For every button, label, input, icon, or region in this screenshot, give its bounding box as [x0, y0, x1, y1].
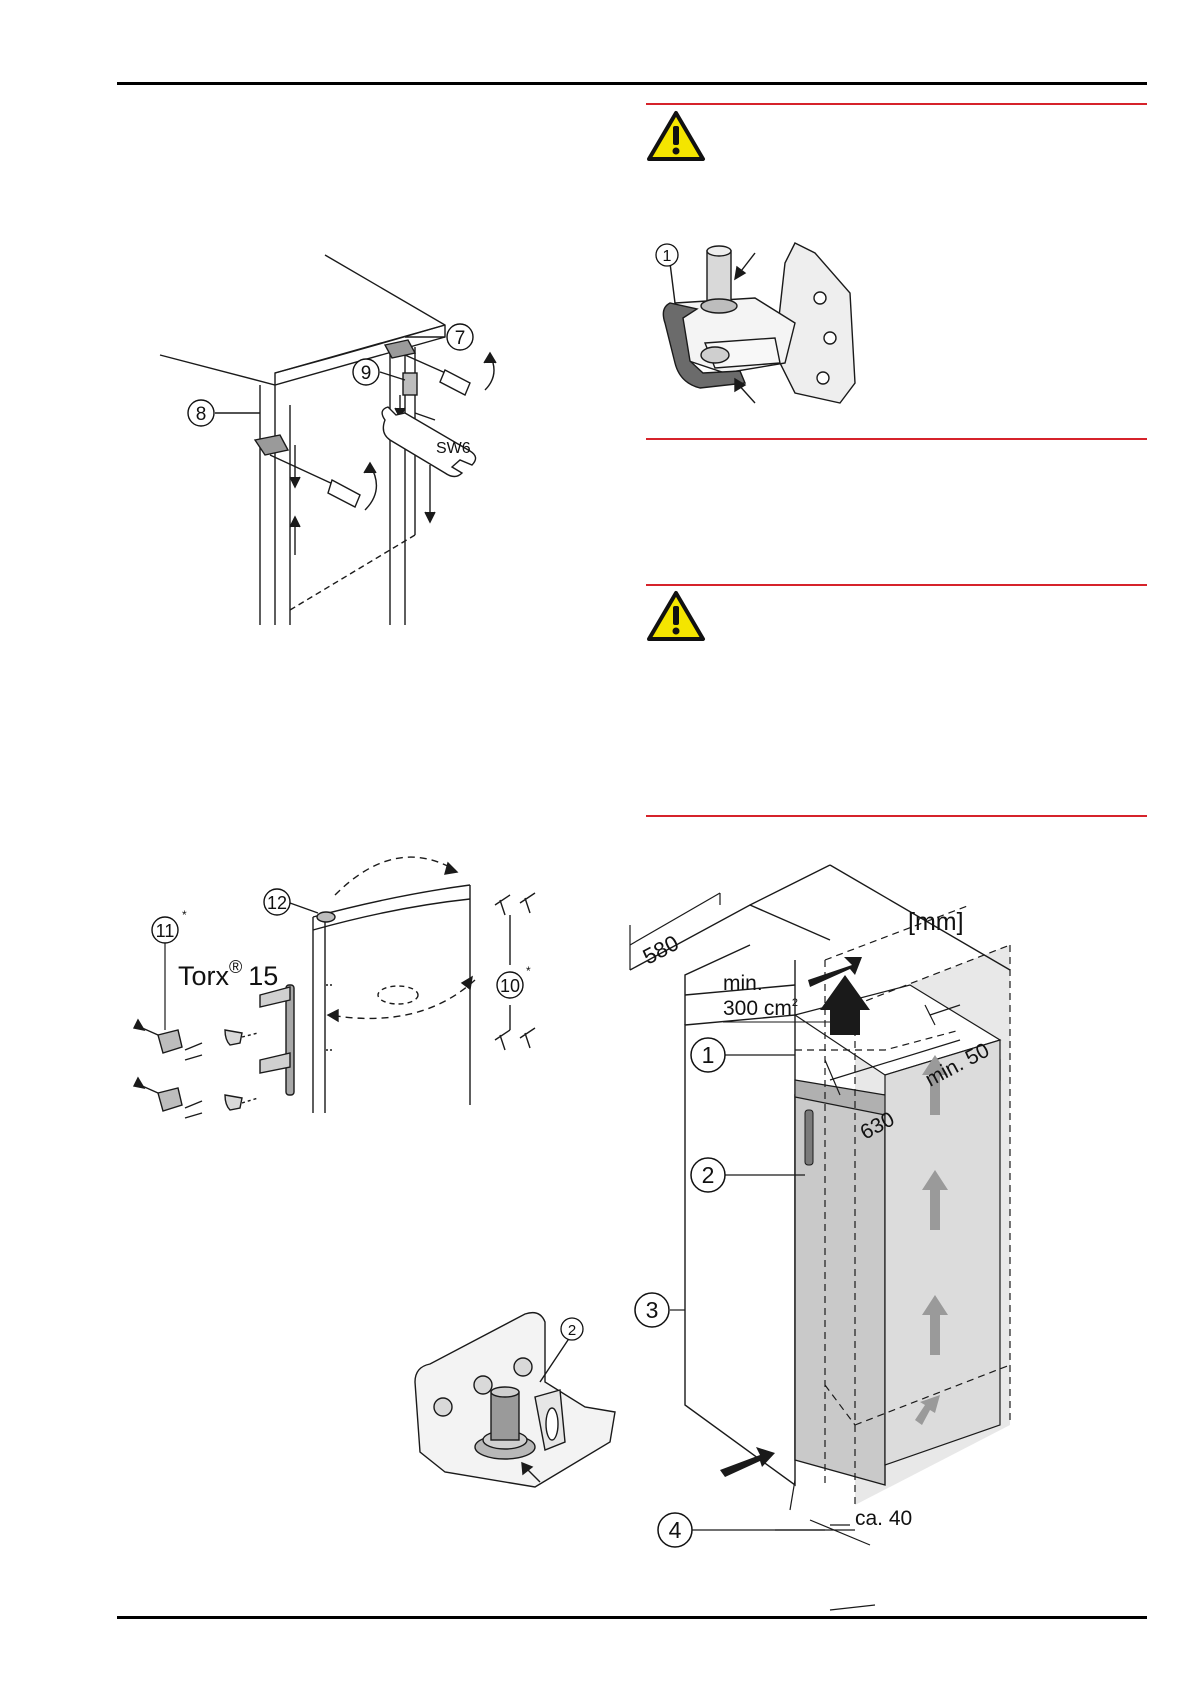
- callout-1: 1: [655, 243, 679, 267]
- callout-label: 4: [669, 1517, 682, 1543]
- callout-10: 10 *: [496, 964, 531, 999]
- callout-label: 9: [361, 363, 372, 384]
- fig-hinge-bottom: 2: [414, 1311, 616, 1488]
- callout-12: 12: [263, 888, 291, 916]
- footer-rule: [117, 1616, 1147, 1619]
- registered-mark: ®: [229, 957, 242, 977]
- warning-rule-1-top: [646, 103, 1147, 105]
- wrench-size-label: SW6: [436, 440, 471, 457]
- warning-rule-1-bottom: [646, 438, 1147, 440]
- dim-vent-value: 300 cm: [723, 997, 792, 1020]
- fig-hinge-top: 1: [655, 242, 856, 404]
- callout-label: 8: [196, 404, 207, 425]
- unit-label: [mm]: [908, 908, 964, 936]
- callout-2: 2: [560, 1317, 584, 1341]
- callout-label: 3: [646, 1297, 659, 1323]
- fig-door-removal: 7 8 9 SW6: [159, 254, 497, 625]
- warning-rule-2-top: [646, 584, 1147, 586]
- optional-asterisk: *: [526, 964, 531, 978]
- callout-label: 10: [500, 976, 520, 996]
- callout-label: 2: [568, 1322, 576, 1339]
- callout-label: 12: [267, 893, 287, 913]
- callout-7: 7: [446, 323, 474, 351]
- torx-text: Torx: [178, 961, 230, 991]
- callout-label: 7: [455, 328, 466, 349]
- torx-size: 15: [248, 961, 278, 991]
- callout-2: 2: [690, 1157, 726, 1193]
- fig-installation: [mm] 580 min. 300 cm2 min. 50 630 ca. 40…: [629, 864, 1011, 1611]
- dim-gap-bottom: ca. 40: [855, 1507, 912, 1530]
- dim-vent-sup: 2: [792, 997, 798, 1009]
- dim-vent-line2: 300 cm2: [723, 997, 798, 1020]
- callout-3: 3: [634, 1292, 670, 1328]
- dim-vent-line1: min.: [723, 972, 763, 995]
- callout-label: 1: [663, 248, 672, 265]
- callout-label: 1: [702, 1042, 715, 1068]
- optional-asterisk: *: [182, 908, 187, 922]
- warning-triangle-icon: [647, 111, 705, 161]
- callout-label: 2: [702, 1162, 715, 1188]
- callout-11: 11 *: [151, 908, 187, 1030]
- callout-8: 8: [187, 399, 215, 427]
- fig-handle-swap: 11 * 12 10 * Torx® 15: [132, 856, 536, 1119]
- warning-triangle-icon: [647, 591, 705, 641]
- callout-label: 11: [156, 921, 175, 941]
- callout-1: 1: [690, 1037, 726, 1073]
- callout-9: 9: [352, 358, 380, 386]
- torx-label: Torx® 15: [178, 957, 278, 991]
- warning-rule-2-bottom: [646, 815, 1147, 817]
- callout-4: 4: [657, 1512, 693, 1548]
- header-rule: [117, 82, 1147, 85]
